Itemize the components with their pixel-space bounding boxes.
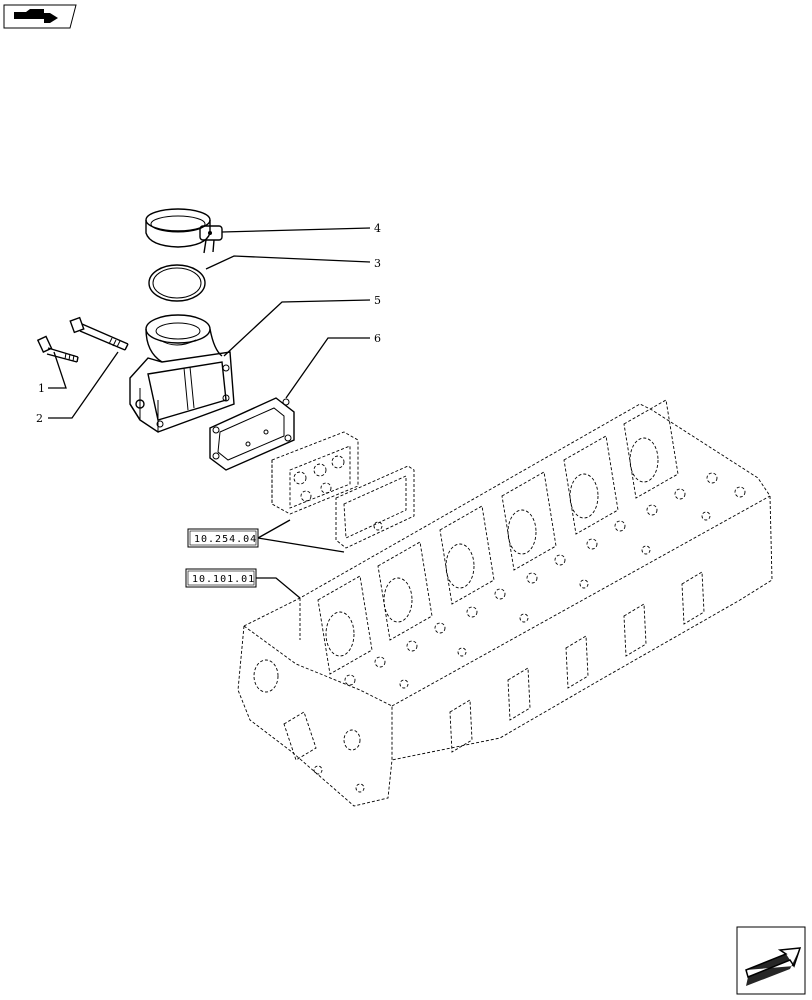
intake-elbow-part xyxy=(129,314,235,433)
callout-5: 5 xyxy=(374,294,381,307)
leader-5 xyxy=(223,299,371,357)
leader-4 xyxy=(221,227,371,233)
leader-ref-b xyxy=(256,577,301,599)
callout-3: 3 xyxy=(374,257,381,270)
reference-heater-assembly xyxy=(271,431,415,549)
o-ring-part xyxy=(148,264,206,302)
leader-3 xyxy=(205,255,371,270)
callout-labels: 1 2 3 4 5 6 xyxy=(36,222,381,425)
leader-1 xyxy=(48,351,67,389)
bolt-part-1 xyxy=(36,335,79,363)
leader-6 xyxy=(285,337,370,399)
reference-link-b[interactable]: 10.101.01 xyxy=(185,568,257,588)
leader-2 xyxy=(48,351,119,419)
reference-cylinder-head xyxy=(237,399,773,807)
callout-4: 4 xyxy=(374,222,381,235)
leader-lines xyxy=(48,227,371,599)
callout-2: 2 xyxy=(36,412,43,425)
reference-label-b: 10.101.01 xyxy=(192,574,255,585)
bolt-part-2 xyxy=(69,316,129,351)
next-page-arrow-icon[interactable] xyxy=(736,926,806,995)
leader-ref-a xyxy=(257,519,345,553)
callout-6: 6 xyxy=(374,332,381,345)
clamp-part xyxy=(145,208,223,254)
callout-1: 1 xyxy=(38,382,45,395)
section-folder-icon[interactable] xyxy=(3,4,77,29)
reference-label-a: 10.254.04 xyxy=(194,534,257,545)
gasket-part xyxy=(209,397,295,471)
reference-link-a[interactable]: 10.254.04 xyxy=(187,528,259,548)
